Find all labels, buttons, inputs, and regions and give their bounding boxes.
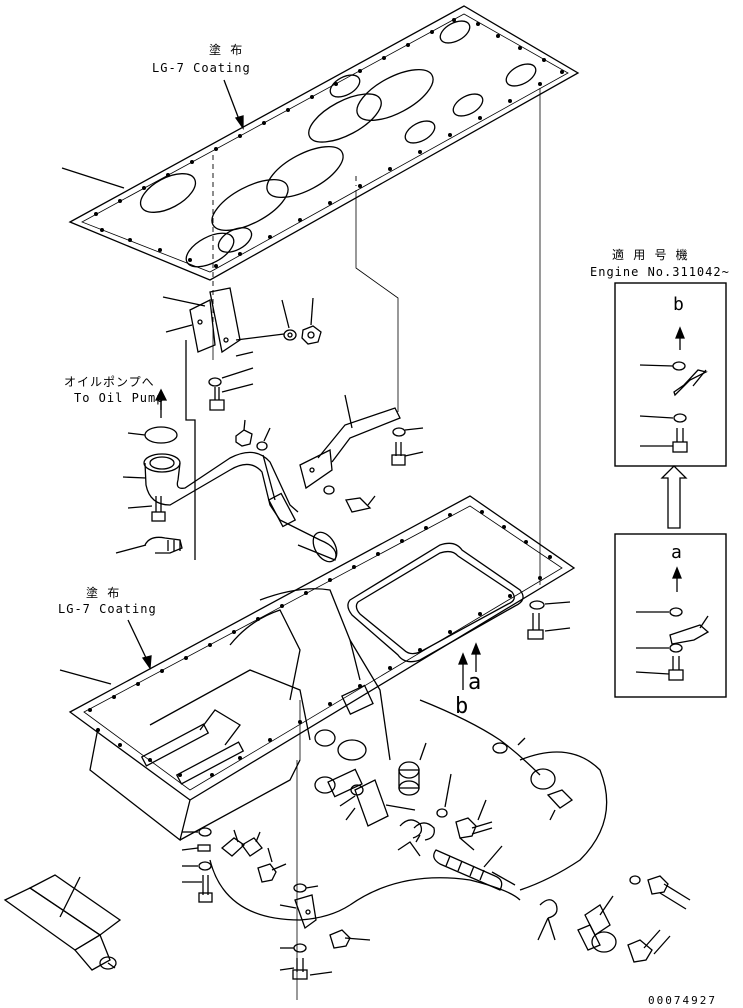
suction-pipe [122, 451, 338, 563]
coating-bottom-en-label: LG-7 Coating [58, 602, 157, 616]
sensor-clips [397, 819, 435, 857]
clamp-set [537, 875, 691, 963]
callout-a-label: a [468, 670, 482, 695]
callout-b-label: b [455, 694, 469, 719]
inset-a-label: a [671, 542, 682, 563]
bolt-set-5 [455, 799, 493, 839]
pipe-bracket [299, 394, 401, 495]
dipstick-guide [3, 874, 122, 971]
nut-washer-set-1 [235, 297, 322, 357]
inset-arrow [660, 465, 688, 529]
nut-washer-set-2 [235, 419, 271, 451]
alignment-lines [212, 155, 357, 322]
bolt-set-4 [527, 600, 571, 640]
bolt-set-3 [345, 427, 424, 513]
engine-en-label: Engine No.311042~ [590, 265, 730, 279]
sensor-tube [433, 837, 516, 891]
pump-jp-label: オイルポンプへ [64, 375, 155, 389]
oil-pan [59, 495, 576, 842]
bottom-bracket [279, 883, 371, 980]
left-fastener-stack [181, 827, 213, 903]
engine-jp-label: 適 用 号 機 [612, 248, 689, 262]
inset-b-label: b [673, 294, 684, 315]
upper-bracket [162, 287, 241, 560]
wire-harness [209, 699, 608, 921]
hose-clip [115, 536, 183, 554]
coating-bottom-jp-label: 塗 布 [86, 586, 121, 600]
callout-arrows [458, 642, 481, 690]
bolt-set-2 [127, 496, 166, 522]
inset-box-b [614, 282, 727, 467]
lower-guide-lines [296, 700, 301, 1000]
flange-plate [345, 773, 452, 827]
inset-box-a [614, 533, 727, 698]
coating-top-en-label: LG-7 Coating [152, 61, 251, 75]
coating-top-jp-label: 塗 布 [209, 43, 244, 57]
connector-bracket [220, 829, 287, 883]
bolt-set-1 [208, 367, 254, 411]
drain-plug [398, 742, 427, 796]
drawing-number: 00074927 [648, 994, 717, 1007]
gasket [61, 5, 580, 281]
pump-en-label: To Oil Pump [74, 391, 165, 405]
